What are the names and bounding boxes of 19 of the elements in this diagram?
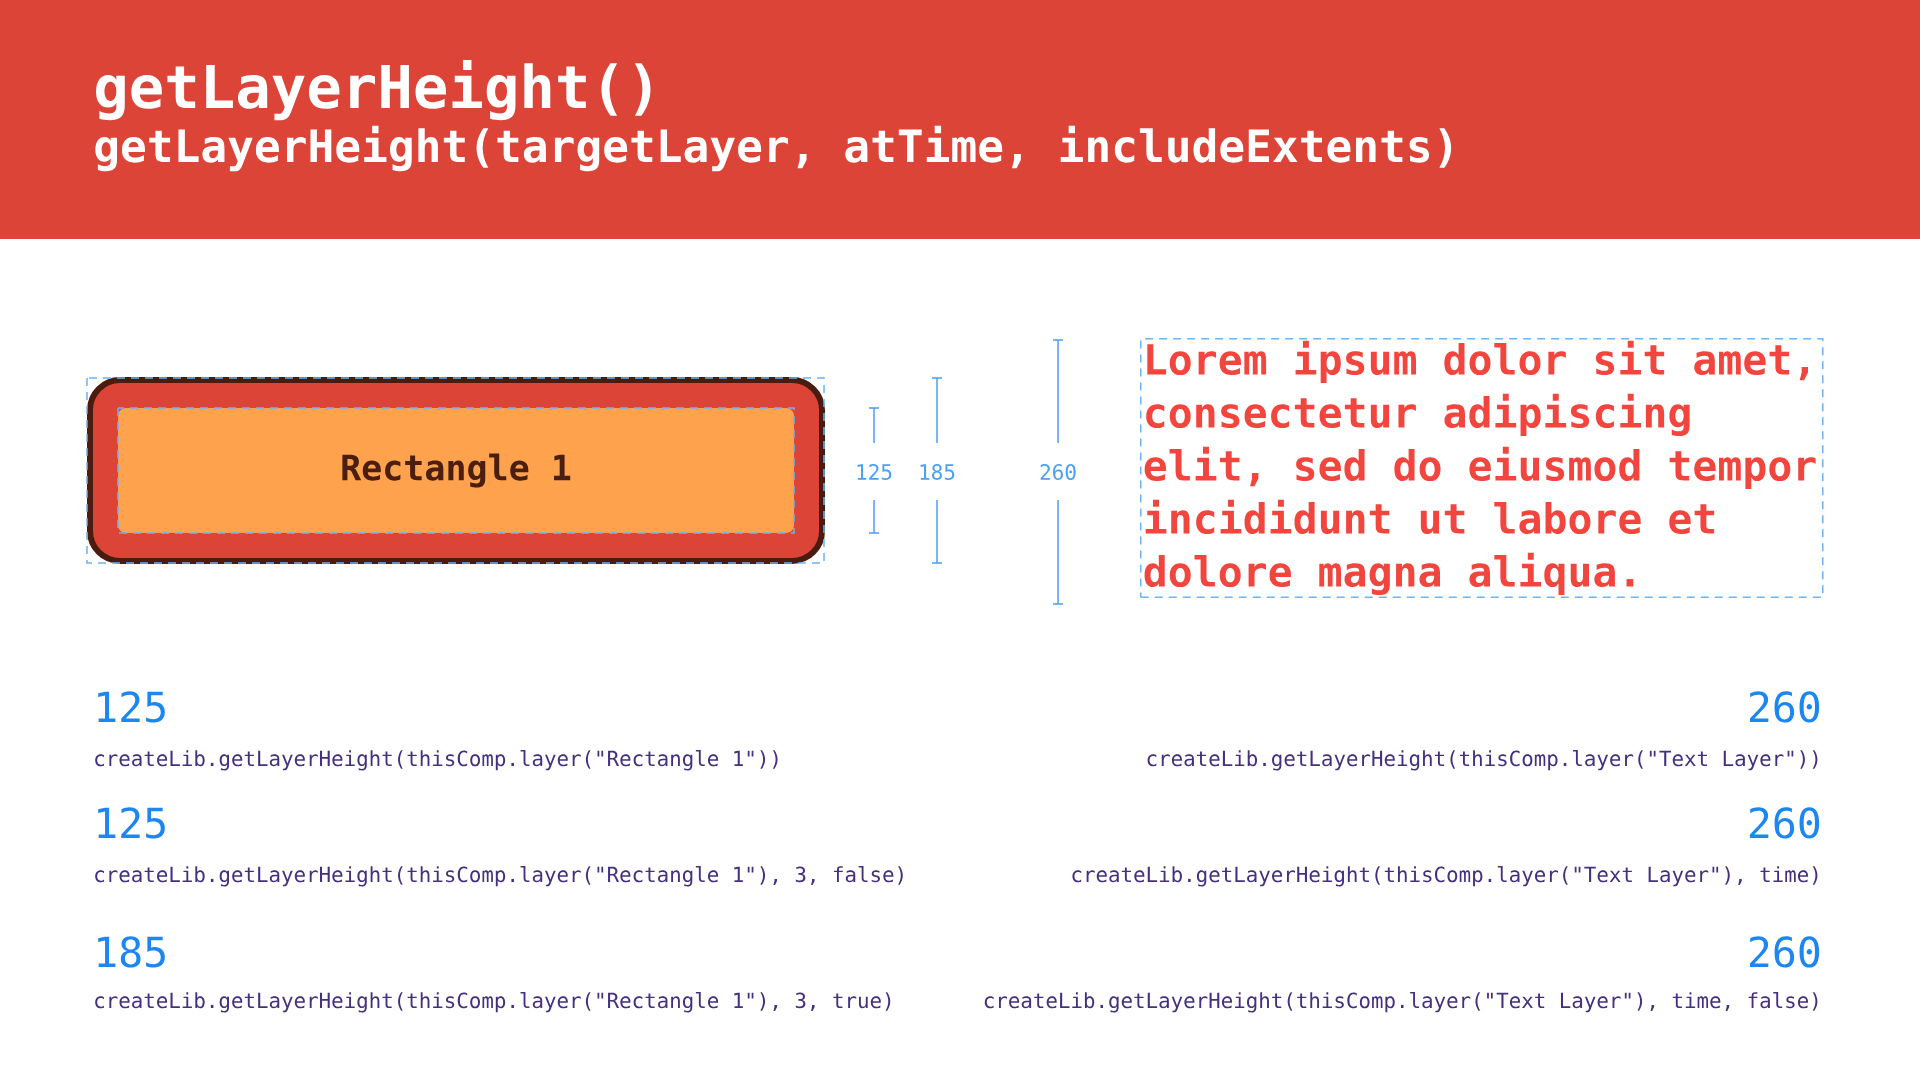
subtitle: getLayerHeight(targetLayer, atTime, includeExtents) (95, 125, 1452, 172)
code-line: createLib.getLayerHeight(thisComp.layer("Text Layer"), time, false) (984, 992, 1818, 1013)
result-value: 125 (98, 691, 165, 723)
result-value: 260 (1749, 936, 1820, 968)
dimension-label: 125 (857, 464, 892, 480)
dimension-label: 185 (920, 464, 955, 480)
text-box: Lorem ipsum dolor sit amet, consectetur adipiscing elit, sed do eiusmod tempor incididunt ut labore et dolore magna aliqua. (1140, 338, 1824, 598)
code-line: createLib.getLayerHeight(thisComp.layer("Text Layer"), time) (1072, 866, 1818, 887)
result-value: 125 (98, 807, 165, 839)
rounded-rectangle: Rectangle 1 (87, 377, 825, 564)
result-value: 260 (1749, 691, 1820, 723)
code-line: createLib.getLayerHeight(thisComp.layer("Rectangle 1")) (95, 750, 778, 771)
dimension-label: 260 (1040, 464, 1076, 480)
code-line: createLib.getLayerHeight(thisComp.layer("Text Layer")) (1147, 750, 1818, 771)
result-value: 260 (1749, 807, 1820, 839)
code-line: createLib.getLayerHeight(thisComp.layer("Rectangle 1"), 3, false) (95, 866, 903, 887)
title: getLayerHeight() (96, 60, 651, 121)
result-value: 185 (98, 936, 165, 968)
code-line: createLib.getLayerHeight(thisComp.layer("Rectangle 1"), 3, true) (95, 992, 891, 1013)
